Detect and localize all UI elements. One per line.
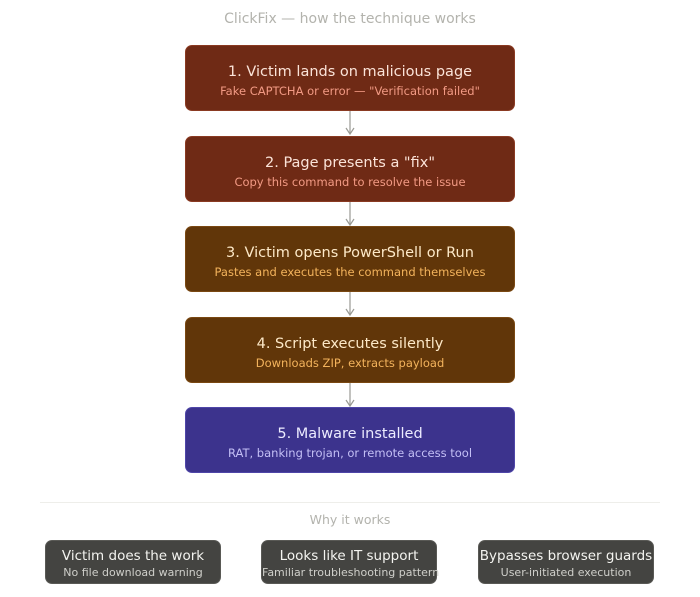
arrow-down-icon xyxy=(343,202,357,228)
step-4-subtitle: Downloads ZIP, extracts payload xyxy=(255,356,445,370)
step-1-box: 1. Victim lands on malicious page Fake C… xyxy=(185,45,515,111)
reason-3-subtitle: User-initiated execution xyxy=(500,566,632,579)
step-5-title: 5. Malware installed xyxy=(277,426,423,442)
step-2-title: 2. Page presents a "fix" xyxy=(265,155,435,171)
reason-1-subtitle: No file download warning xyxy=(63,566,203,579)
step-1-title: 1. Victim lands on malicious page xyxy=(227,64,473,80)
section-divider xyxy=(40,502,660,503)
step-2-box: 2. Page presents a "fix" Copy this comma… xyxy=(185,136,515,202)
reason-3-title: Bypasses browser guards xyxy=(479,548,653,564)
step-4-title: 4. Script executes silently xyxy=(256,336,444,352)
reason-1-title: Victim does the work xyxy=(61,548,205,564)
step-5-subtitle: RAT, banking trojan, or remote access to… xyxy=(227,446,473,460)
step-5-box: 5. Malware installed RAT, banking trojan… xyxy=(185,407,515,473)
diagram-title: ClickFix — how the technique works xyxy=(224,11,476,27)
arrow-down-icon xyxy=(343,292,357,318)
why-heading: Why it works xyxy=(309,512,391,527)
step-4-box: 4. Script executes silently Downloads ZI… xyxy=(185,317,515,383)
step-3-subtitle: Pastes and executes the command themselv… xyxy=(214,265,486,279)
step-2-subtitle: Copy this command to resolve the issue xyxy=(234,175,466,189)
arrow-down-icon xyxy=(343,111,357,137)
step-3-box: 3. Victim opens PowerShell or Run Pastes… xyxy=(185,226,515,292)
reason-card-1: Victim does the work No file download wa… xyxy=(45,540,221,584)
arrow-down-icon xyxy=(343,383,357,409)
reason-card-2: Looks like IT support Familiar troublesh… xyxy=(261,540,440,584)
reason-card-3: Bypasses browser guards User-initiated e… xyxy=(478,540,654,584)
step-3-title: 3. Victim opens PowerShell or Run xyxy=(226,245,474,261)
step-1-subtitle: Fake CAPTCHA or error — "Verification fa… xyxy=(220,84,480,98)
reason-2-title: Looks like IT support xyxy=(279,548,419,564)
reason-2-subtitle: Familiar troubleshooting pattern xyxy=(262,566,440,579)
